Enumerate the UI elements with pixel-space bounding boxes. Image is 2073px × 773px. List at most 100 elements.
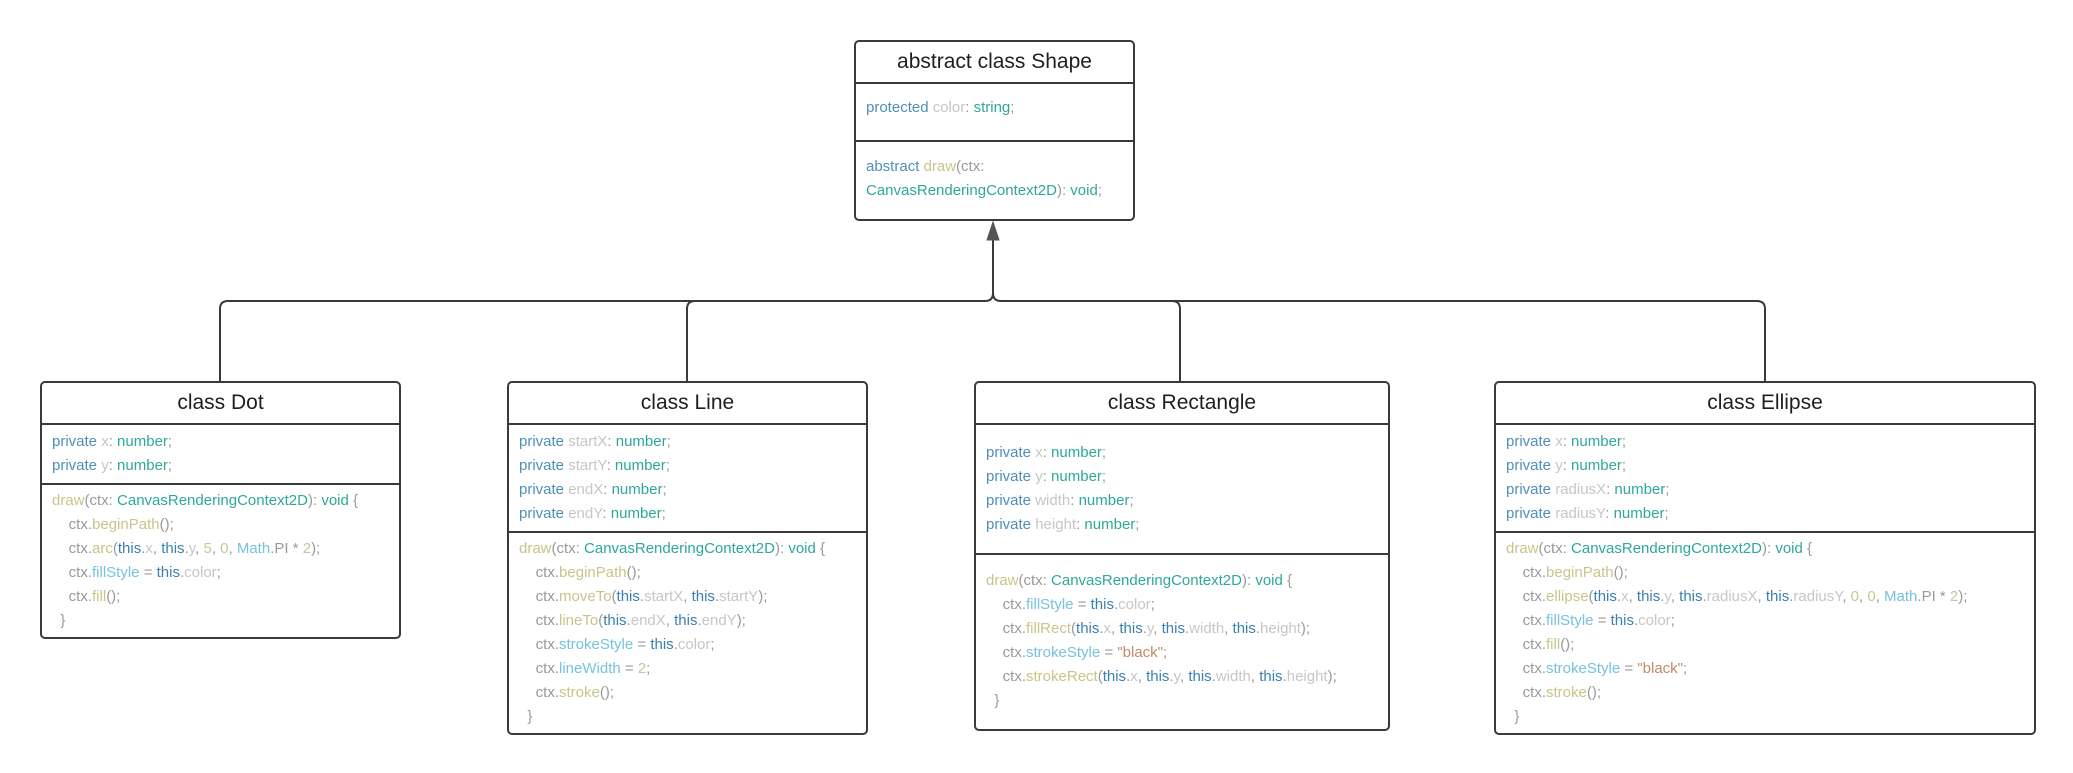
code-token: endY [568,505,603,522]
method-line: } [52,609,389,633]
code-token: Math [236,540,271,557]
code-token: ctx. [1506,588,1547,605]
code-token: strokeStyle [1546,660,1621,677]
code-token: ctx. [1506,612,1547,629]
method-line: draw(ctx: CanvasRenderingContext2D): voi… [986,569,1378,593]
code-token: : [1562,433,1572,450]
code-token: ; [661,505,666,522]
code-token: draw [1506,540,1539,557]
field-line: private startX: number; [519,430,856,454]
code-token: , [1875,588,1885,605]
code-token: ; [1097,182,1102,199]
code-token: x [101,433,109,450]
code-token: ctx. [52,564,93,581]
code-token: x [1035,444,1043,461]
code-token: 2 [637,660,647,677]
code-token: ; [1101,468,1107,485]
code-token: fill [1546,636,1561,653]
code-token: (); [626,564,641,581]
code-token: void [1775,540,1803,557]
code-token: height [1035,516,1077,533]
code-token: ; [1150,596,1155,613]
code-token: ; [1670,612,1675,629]
code-token: stroke [1546,684,1587,701]
field-line: private endX: number; [519,478,856,502]
method-line: ctx.fill(); [1506,633,2024,657]
code-token: height [1286,668,1328,685]
code-token: . [1789,588,1794,605]
code-token: this [603,612,627,629]
field-line: private y: number; [52,454,389,478]
code-token: number [611,481,663,498]
code-token: private [986,468,1036,485]
code-token: void [1255,572,1283,589]
code-token: ctx. [1506,684,1547,701]
code-token: ; [1129,492,1134,509]
method-line: ctx.moveTo(this.startX, this.startY); [519,585,856,609]
code-token: .PI * [270,540,303,557]
code-token: "black" [1117,644,1163,661]
code-token: ctx. [1506,660,1547,677]
code-token: startX [568,433,608,450]
code-token: width [1215,668,1251,685]
code-token: : [1076,516,1085,533]
code-token: beginPath [1546,564,1614,581]
code-token: . [1660,588,1665,605]
code-token: fillStyle [92,564,140,581]
code-token: { [1802,540,1813,557]
class-methods: draw(ctx: CanvasRenderingContext2D): voi… [509,531,866,729]
code-token: : [1042,444,1052,461]
code-token: void [788,540,816,557]
code-token: startY [568,457,607,474]
code-token: private [1506,481,1556,498]
code-token: number [1571,457,1622,474]
code-token: beginPath [92,516,160,533]
code-token: .PI * [1917,588,1950,605]
code-token: : [607,433,616,450]
code-token: , [1111,620,1120,637]
code-token: this [1146,668,1170,685]
code-token: . [1211,668,1216,685]
code-token: = [620,660,638,677]
connector-ellipse [992,292,1766,381]
code-token: . [1616,588,1622,605]
code-token: void [1070,182,1098,199]
code-token: (); [1613,564,1628,581]
code-token: . [1169,668,1174,685]
code-token: beginPath [559,564,627,581]
class-title: class Dot [42,383,399,425]
connector-rectangle [1171,300,1181,381]
code-token: . [1255,620,1261,637]
code-token: = [139,564,157,581]
code-token: ( [611,588,617,605]
code-token: : [603,481,612,498]
code-token: , [152,540,162,557]
code-token: : [108,433,118,450]
code-token: (); [106,588,121,605]
code-token: color [1118,596,1151,613]
code-token: (ctx: [956,158,985,175]
method-line: CanvasRenderingContext2D): void; [866,179,1123,203]
code-token: 0 [1867,588,1876,605]
code-token: . [639,588,645,605]
code-token: ; [1135,516,1140,533]
code-token: fillRect [1026,620,1072,637]
code-token: strokeStyle [559,636,634,653]
code-token: ; [665,457,670,474]
code-token: (ctx: [1538,540,1572,557]
method-line: ctx.fillRect(this.x, this.y, this.width,… [986,617,1378,641]
connector-line [686,300,696,381]
class-box-shape: abstract class Shape protected color: st… [854,40,1135,221]
code-token: ): [307,492,322,509]
code-token: this [691,588,715,605]
code-token: . [714,588,720,605]
code-token: strokeRect [1026,668,1098,685]
code-token: this [117,540,142,557]
code-token: this [1102,668,1127,685]
method-line: ctx.stroke(); [519,681,856,705]
method-line: } [519,705,856,729]
code-token: ); [1327,668,1337,685]
code-token: ): [1056,182,1071,199]
code-token: lineWidth [559,660,621,677]
code-token: , [1757,588,1766,605]
